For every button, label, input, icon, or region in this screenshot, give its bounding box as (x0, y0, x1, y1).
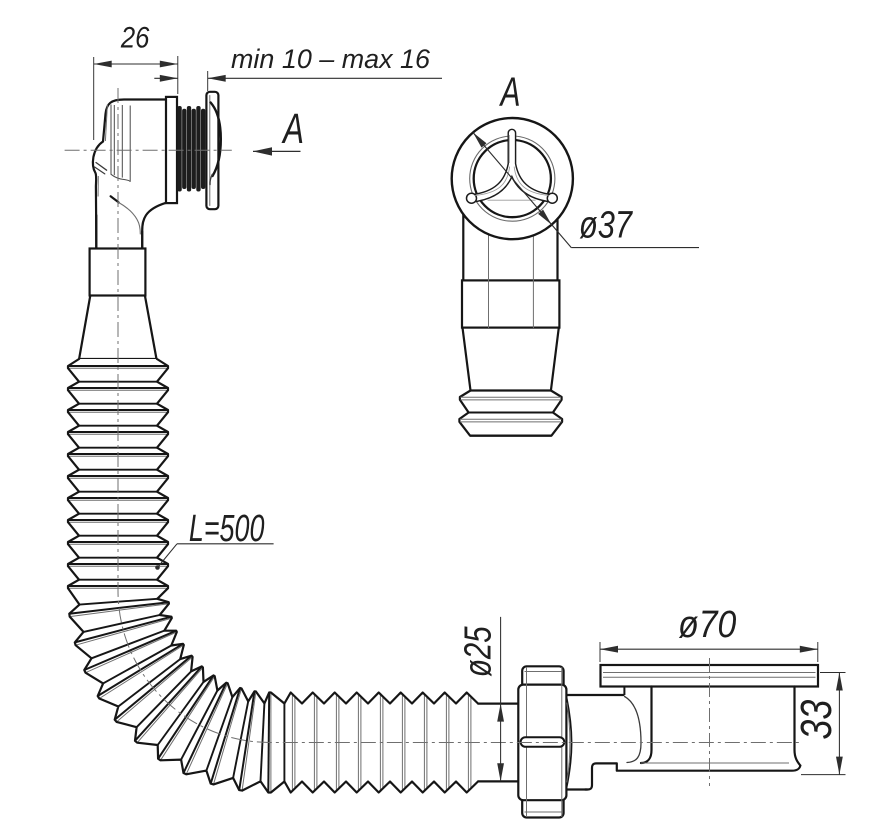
svg-text:A: A (498, 69, 520, 115)
svg-text:min 10 – max 16: min 10 – max 16 (231, 44, 431, 74)
svg-text:ø70: ø70 (678, 604, 736, 646)
svg-text:L=500: L=500 (189, 508, 265, 550)
svg-text:33: 33 (792, 699, 841, 739)
svg-text:A: A (281, 105, 304, 153)
svg-text:ø25: ø25 (458, 626, 500, 677)
svg-text:ø37: ø37 (579, 205, 634, 247)
svg-text:26: 26 (120, 22, 150, 55)
